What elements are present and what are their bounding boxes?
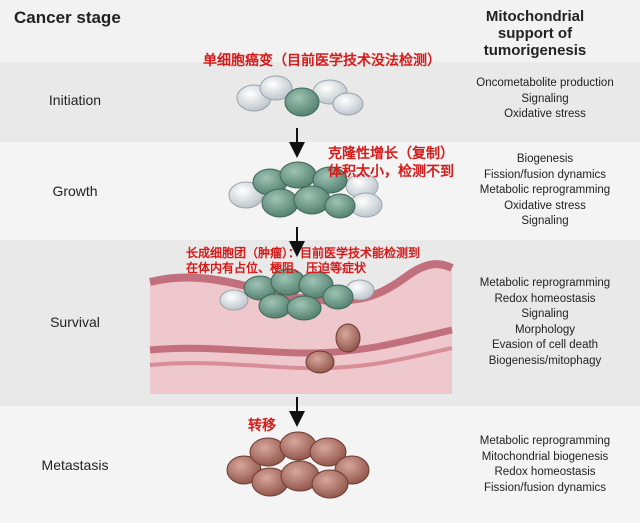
stage-name-metastasis: Metastasis [41, 457, 109, 473]
support-item: Biogenesis/mitophagy [488, 354, 602, 367]
mitochondrial-support-heading: Mitochondrial support of tumorigenesis [440, 8, 630, 59]
annotation-line: 转移 [248, 417, 276, 433]
support-item: Oxidative stress [504, 108, 586, 120]
support-item: Signaling [521, 308, 569, 320]
support-item: Redox homeostasis [494, 292, 596, 305]
annotation-survival: 长成细胞团（肿瘤）：目前医学技术能检测到 在体内有占位、梗阻、压迫等症状 [186, 246, 420, 276]
annotation-line: 单细胞癌变（目前医学技术没法检测） [203, 52, 441, 68]
annotation-line: 在体内有占位、梗阻、压迫等症状 [186, 261, 367, 275]
annotation-metastasis: 转移 [248, 416, 276, 434]
support-item: Biogenesis [516, 153, 574, 165]
support-item: Oncometabolite production [476, 77, 614, 89]
metastatic-cell-cluster [226, 431, 370, 499]
support-item: Metabolic reprogramming [479, 435, 611, 447]
support-list-survival: Metabolic reprogramming Redox homeostasi… [455, 276, 635, 369]
stage-name-growth: Growth [52, 183, 98, 199]
support-item: Signaling [521, 215, 569, 227]
support-item: Mitochondrial biogenesis [481, 450, 609, 463]
annotation-initiation: 单细胞癌变（目前医学技术没法检测） [203, 51, 441, 69]
growth-cell-cluster [228, 161, 383, 219]
annotation-growth: 克隆性增长（复制） 体积太小，检测不到 [328, 144, 454, 180]
support-list-growth: Biogenesis Fission/fusion dynamics Metab… [455, 152, 635, 230]
support-item: Redox homeostasis [494, 466, 596, 478]
support-list-initiation: Oncometabolite production Signaling Oxid… [455, 76, 635, 123]
cancer-stage-heading: Cancer stage [14, 8, 121, 27]
support-item: Fission/fusion dynamics [483, 481, 607, 494]
initiation-cell-cluster [236, 75, 364, 117]
header-band [0, 0, 640, 62]
support-item: Signaling [521, 92, 569, 105]
annotation-line: 克隆性增长（复制） [328, 145, 454, 161]
support-list-metastasis: Metabolic reprogramming Mitochondrial bi… [455, 434, 635, 496]
support-item: Oxidative stress [504, 199, 586, 212]
annotation-line: 体积太小，检测不到 [328, 163, 454, 179]
support-item: Metabolic reprogramming [479, 184, 611, 196]
heading-line: Mitochondrial [485, 8, 585, 25]
heading-line: tumorigenesis [483, 42, 587, 59]
tumor-mass [219, 268, 375, 374]
support-item: Fission/fusion dynamics [483, 168, 607, 181]
heading-line: support of [497, 25, 573, 42]
stage-name-survival: Survival [50, 314, 100, 330]
support-item: Evasion of cell death [491, 339, 599, 351]
annotation-line: 长成细胞团（肿瘤）：目前医学技术能检测到 [186, 246, 421, 260]
support-item: Morphology [514, 323, 576, 336]
stage-name-initiation: Initiation [48, 92, 102, 108]
support-item: Metabolic reprogramming [479, 277, 611, 289]
